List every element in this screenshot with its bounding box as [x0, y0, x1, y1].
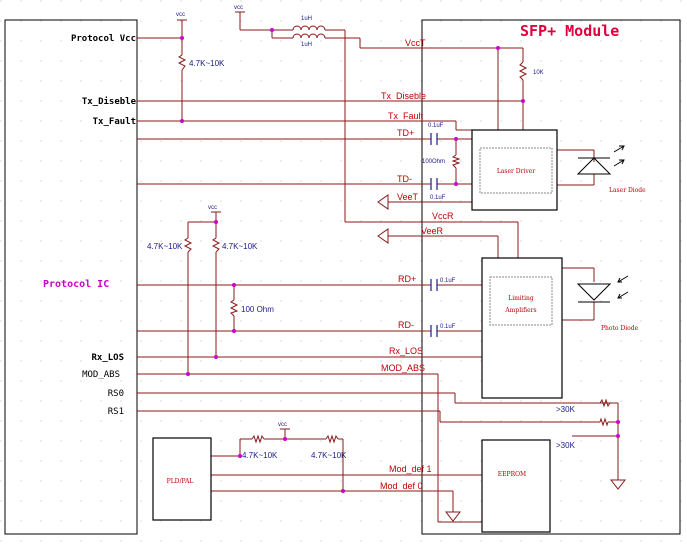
- label-tx-fault: Tx_Fault: [388, 111, 424, 121]
- resistor-pullup-rx-right: [211, 237, 221, 253]
- pin-tx-fault: Tx_Fault: [93, 117, 136, 127]
- value-term-100-rx: 100 Ohm: [241, 305, 274, 314]
- sfp-module-title: SFP+ Module: [520, 22, 619, 40]
- label-mod-abs: MOD_ABS: [381, 363, 425, 373]
- pin-rx-los: Rx_LOS: [91, 353, 124, 363]
- value-cap-td1: 0.1uF: [428, 123, 444, 129]
- eeprom-label: EEPROM: [498, 471, 526, 478]
- inductor-2: [292, 33, 326, 39]
- value-pullup-rx-left: 4.7K~10K: [147, 242, 183, 251]
- label-vcct: VccT: [405, 38, 426, 48]
- value-cap-td2: 0.1uF: [430, 195, 446, 201]
- resistor-pullup-def-right: [325, 434, 339, 444]
- laser-driver-label: Laser Driver: [497, 168, 536, 175]
- protocol-ic-block: [4, 19, 138, 535]
- ground-rs: [609, 479, 627, 490]
- resistor-30k-1: [599, 398, 611, 408]
- resistor-pullup-rx-left: [183, 237, 193, 253]
- pld-box: [152, 437, 212, 521]
- ground-veet: [377, 194, 389, 210]
- ground-veer: [377, 228, 389, 244]
- sfp-module-block: [421, 19, 681, 535]
- inductor-1: [292, 25, 326, 31]
- svg-text:vcc: vcc: [278, 422, 287, 428]
- capacitor-rd-plus: [430, 279, 438, 291]
- resistor-100-tx: [451, 154, 461, 169]
- capacitor-rd-minus: [430, 325, 438, 337]
- limiting-amplifier-label-2: Amplifiers: [504, 307, 536, 314]
- vcc-symbol-pld: vcc: [278, 422, 290, 430]
- label-mod-def1: Mod_def 1: [389, 464, 432, 474]
- value-30k-1: >30K: [556, 405, 576, 414]
- label-veer: VeeR: [421, 226, 444, 236]
- vcc-symbol-rx: vcc: [208, 205, 221, 213]
- limiting-amplifier-box: [481, 257, 563, 399]
- eeprom-box: [481, 439, 551, 533]
- label-td-minus: TD-: [397, 174, 412, 184]
- value-cap-rd1: 0.1uF: [440, 278, 456, 284]
- resistor-pullup-def-left: [251, 434, 265, 444]
- value-pullup-def-left: 4.7K~10K: [242, 451, 278, 460]
- value-pullup-rx-right: 4.7K~10K: [222, 242, 258, 251]
- pin-tx-disable: Tx_Diseble: [82, 96, 137, 107]
- vcc-symbol-pullup-tx: vcc: [176, 12, 187, 21]
- pin-rs1: RS1: [108, 407, 124, 417]
- laser-driver-box: [471, 129, 558, 211]
- value-pullup-def-right: 4.7K~10K: [311, 451, 347, 460]
- pin-mod-abs: MOD_ABS: [82, 370, 120, 380]
- limiting-amplifier-inner: [489, 276, 553, 326]
- protocol-ic-title: Protocol IC: [43, 279, 109, 290]
- label-rd-minus: RD-: [398, 320, 414, 330]
- laser-diode-symbol: [576, 145, 625, 175]
- value-inductor-2: 1uH: [301, 42, 312, 48]
- value-cap-rd2: 0.1uF: [440, 324, 456, 330]
- capacitor-td-plus: [430, 133, 438, 145]
- pin-rs0: RS0: [108, 389, 124, 399]
- value-30k-2: >30K: [556, 441, 576, 450]
- value-term-100-tx: 100Ohm: [422, 159, 445, 165]
- resistor-pullup-tx: [177, 54, 187, 71]
- laser-diode-label: Laser Diode: [609, 187, 646, 194]
- label-td-plus: TD+: [397, 128, 414, 138]
- junction-dots: [180, 28, 620, 493]
- laser-driver-inner: [479, 147, 553, 194]
- limiting-amplifier-label-1: Limiting: [508, 295, 534, 302]
- vcc-symbol-top: vcc: [234, 5, 245, 13]
- photo-diode-label: Photo Diode: [601, 325, 639, 332]
- photo-diode-symbol: [576, 275, 629, 303]
- resistor-100-rx: [229, 299, 239, 317]
- pin-protocol-vcc: Protocol Vcc: [71, 34, 136, 44]
- resistor-30k-2: [599, 417, 609, 427]
- value-pullup-tx: 4.7K~10K: [189, 59, 225, 68]
- label-tx-disable: Tx_Diseble: [381, 91, 426, 101]
- value-10k: 10K: [533, 70, 544, 76]
- label-rd-plus: RD+: [398, 274, 416, 284]
- capacitor-td-minus: [430, 178, 438, 190]
- ground-mod-def0: [444, 511, 462, 522]
- value-inductor-1: 1uH: [301, 16, 312, 22]
- svg-text:vcc: vcc: [234, 5, 243, 11]
- label-vccr: VccR: [432, 211, 454, 221]
- label-veet: VeeT: [397, 192, 419, 202]
- svg-text:vcc: vcc: [208, 205, 217, 211]
- svg-text:vcc: vcc: [176, 12, 185, 18]
- resistor-10k: [518, 61, 528, 81]
- label-mod-def0: Mod_def 0: [380, 481, 423, 491]
- pld-label: PLD/PAL: [167, 478, 194, 485]
- label-rx-los: Rx_LOS: [389, 346, 423, 356]
- wires: [137, 12, 619, 523]
